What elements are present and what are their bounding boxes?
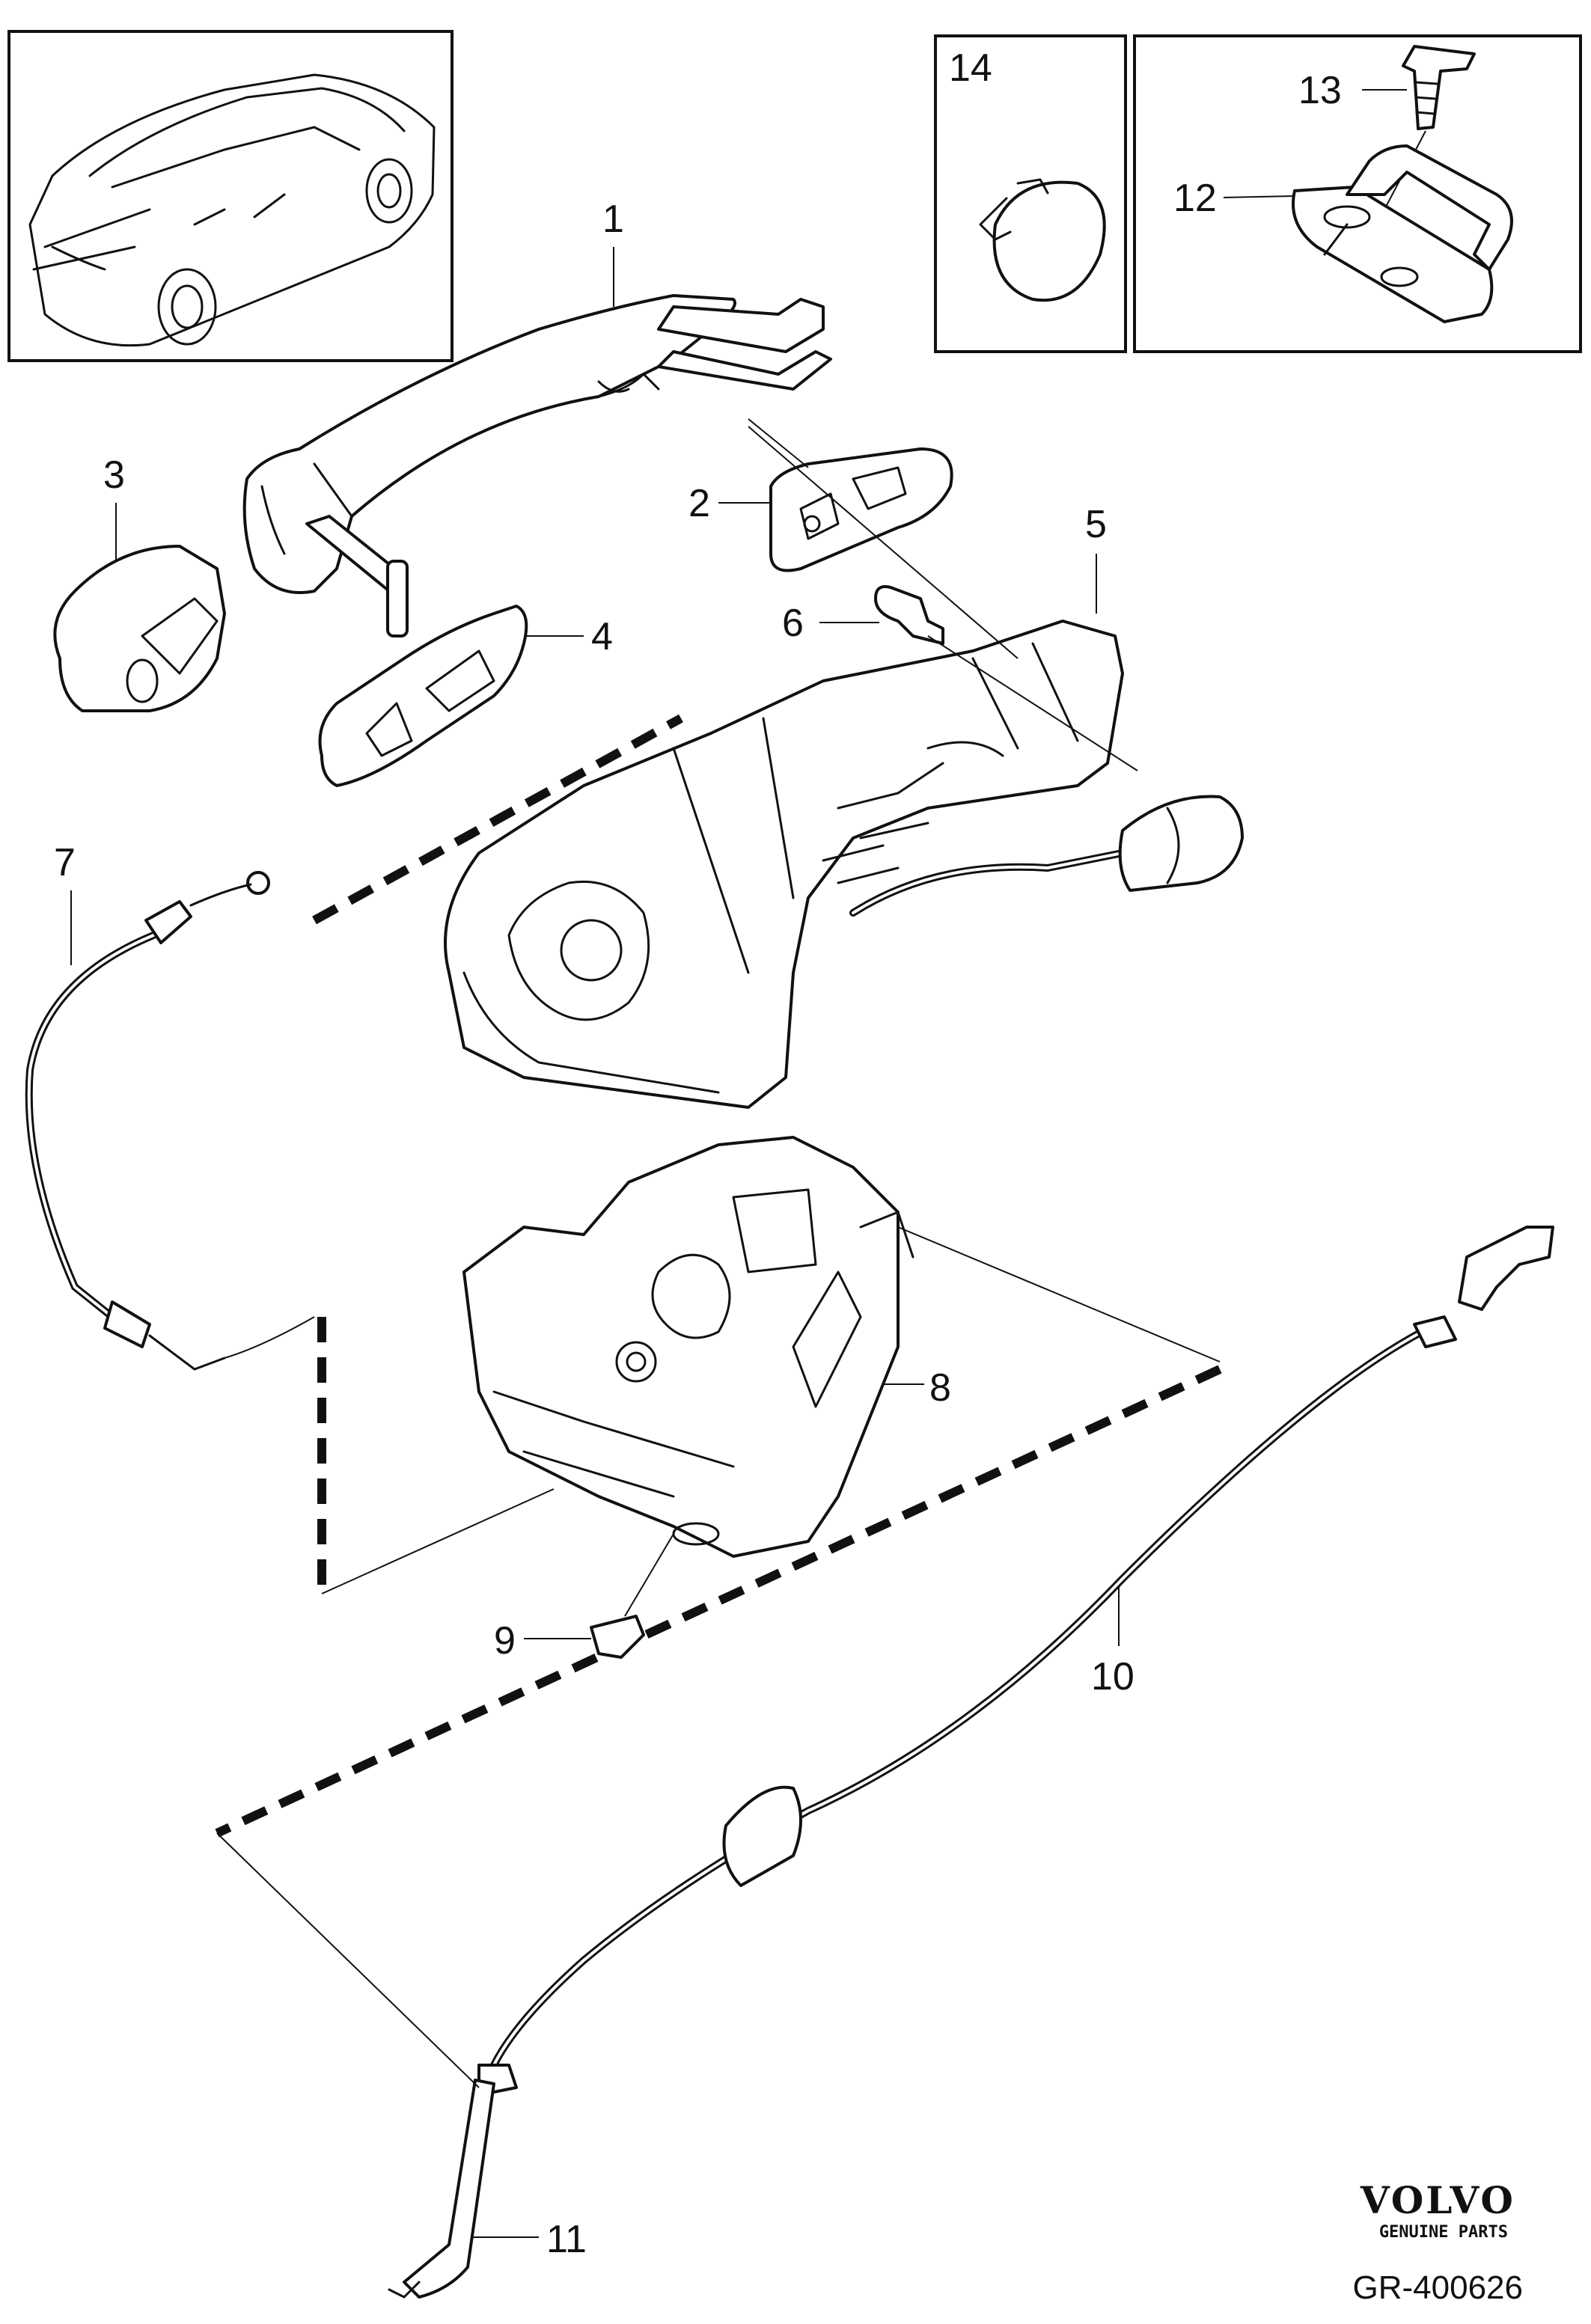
callout-5: 5 <box>1085 503 1107 546</box>
callout-3: 3 <box>103 453 125 497</box>
brand-tagline: GENUINE PARTS <box>1379 2223 1508 2242</box>
bolt-part-6 <box>874 585 944 645</box>
cable-part-7 <box>25 871 323 1371</box>
door-handle-icon <box>242 294 832 637</box>
callout-12: 12 <box>1173 177 1217 220</box>
callout-7: 7 <box>54 841 76 884</box>
end-cap-part-3 <box>53 545 226 712</box>
cap-part-14 <box>979 178 1106 302</box>
callout-13: 13 <box>1298 69 1342 112</box>
callout-11: 11 <box>546 2218 587 2261</box>
callout-8: 8 <box>929 1366 951 1410</box>
brand-block: VOLVO GENUINE PARTS GR-400626 <box>1353 2178 1523 2306</box>
callout-6: 6 <box>782 602 804 645</box>
gasket-part-2 <box>748 418 953 572</box>
callout-1: 1 <box>602 198 624 241</box>
callout-4: 4 <box>591 615 613 658</box>
callout-14: 14 <box>949 46 992 90</box>
connection-line-7-to-5 <box>312 714 683 925</box>
screw-part-9 <box>590 1533 674 1659</box>
brand-logo: VOLVO <box>1360 2178 1515 2222</box>
gasket-part-4 <box>318 605 528 787</box>
sedan-car-icon <box>28 73 436 347</box>
diagram-code: GR-400626 <box>1353 2269 1523 2306</box>
vehicle-thumbnail <box>7 30 454 362</box>
connection-line-10-to-8 <box>215 1365 1222 1838</box>
callout-2: 2 <box>688 482 710 525</box>
cable-part-10 <box>477 1226 1554 2097</box>
bracket-part-12 <box>1292 144 1513 323</box>
door-lock-assembly-icon <box>321 1136 1221 1594</box>
handle-bracket-part-5 <box>444 426 1244 1109</box>
callout-10: 10 <box>1091 1655 1135 1698</box>
screw-part-13 <box>1384 45 1476 210</box>
rod-part-11 <box>216 1832 495 2299</box>
callout-9: 9 <box>494 1619 516 1663</box>
inset-box-cap: 14 <box>934 34 1127 353</box>
inset-box-bracket: 13 12 <box>1133 34 1582 353</box>
